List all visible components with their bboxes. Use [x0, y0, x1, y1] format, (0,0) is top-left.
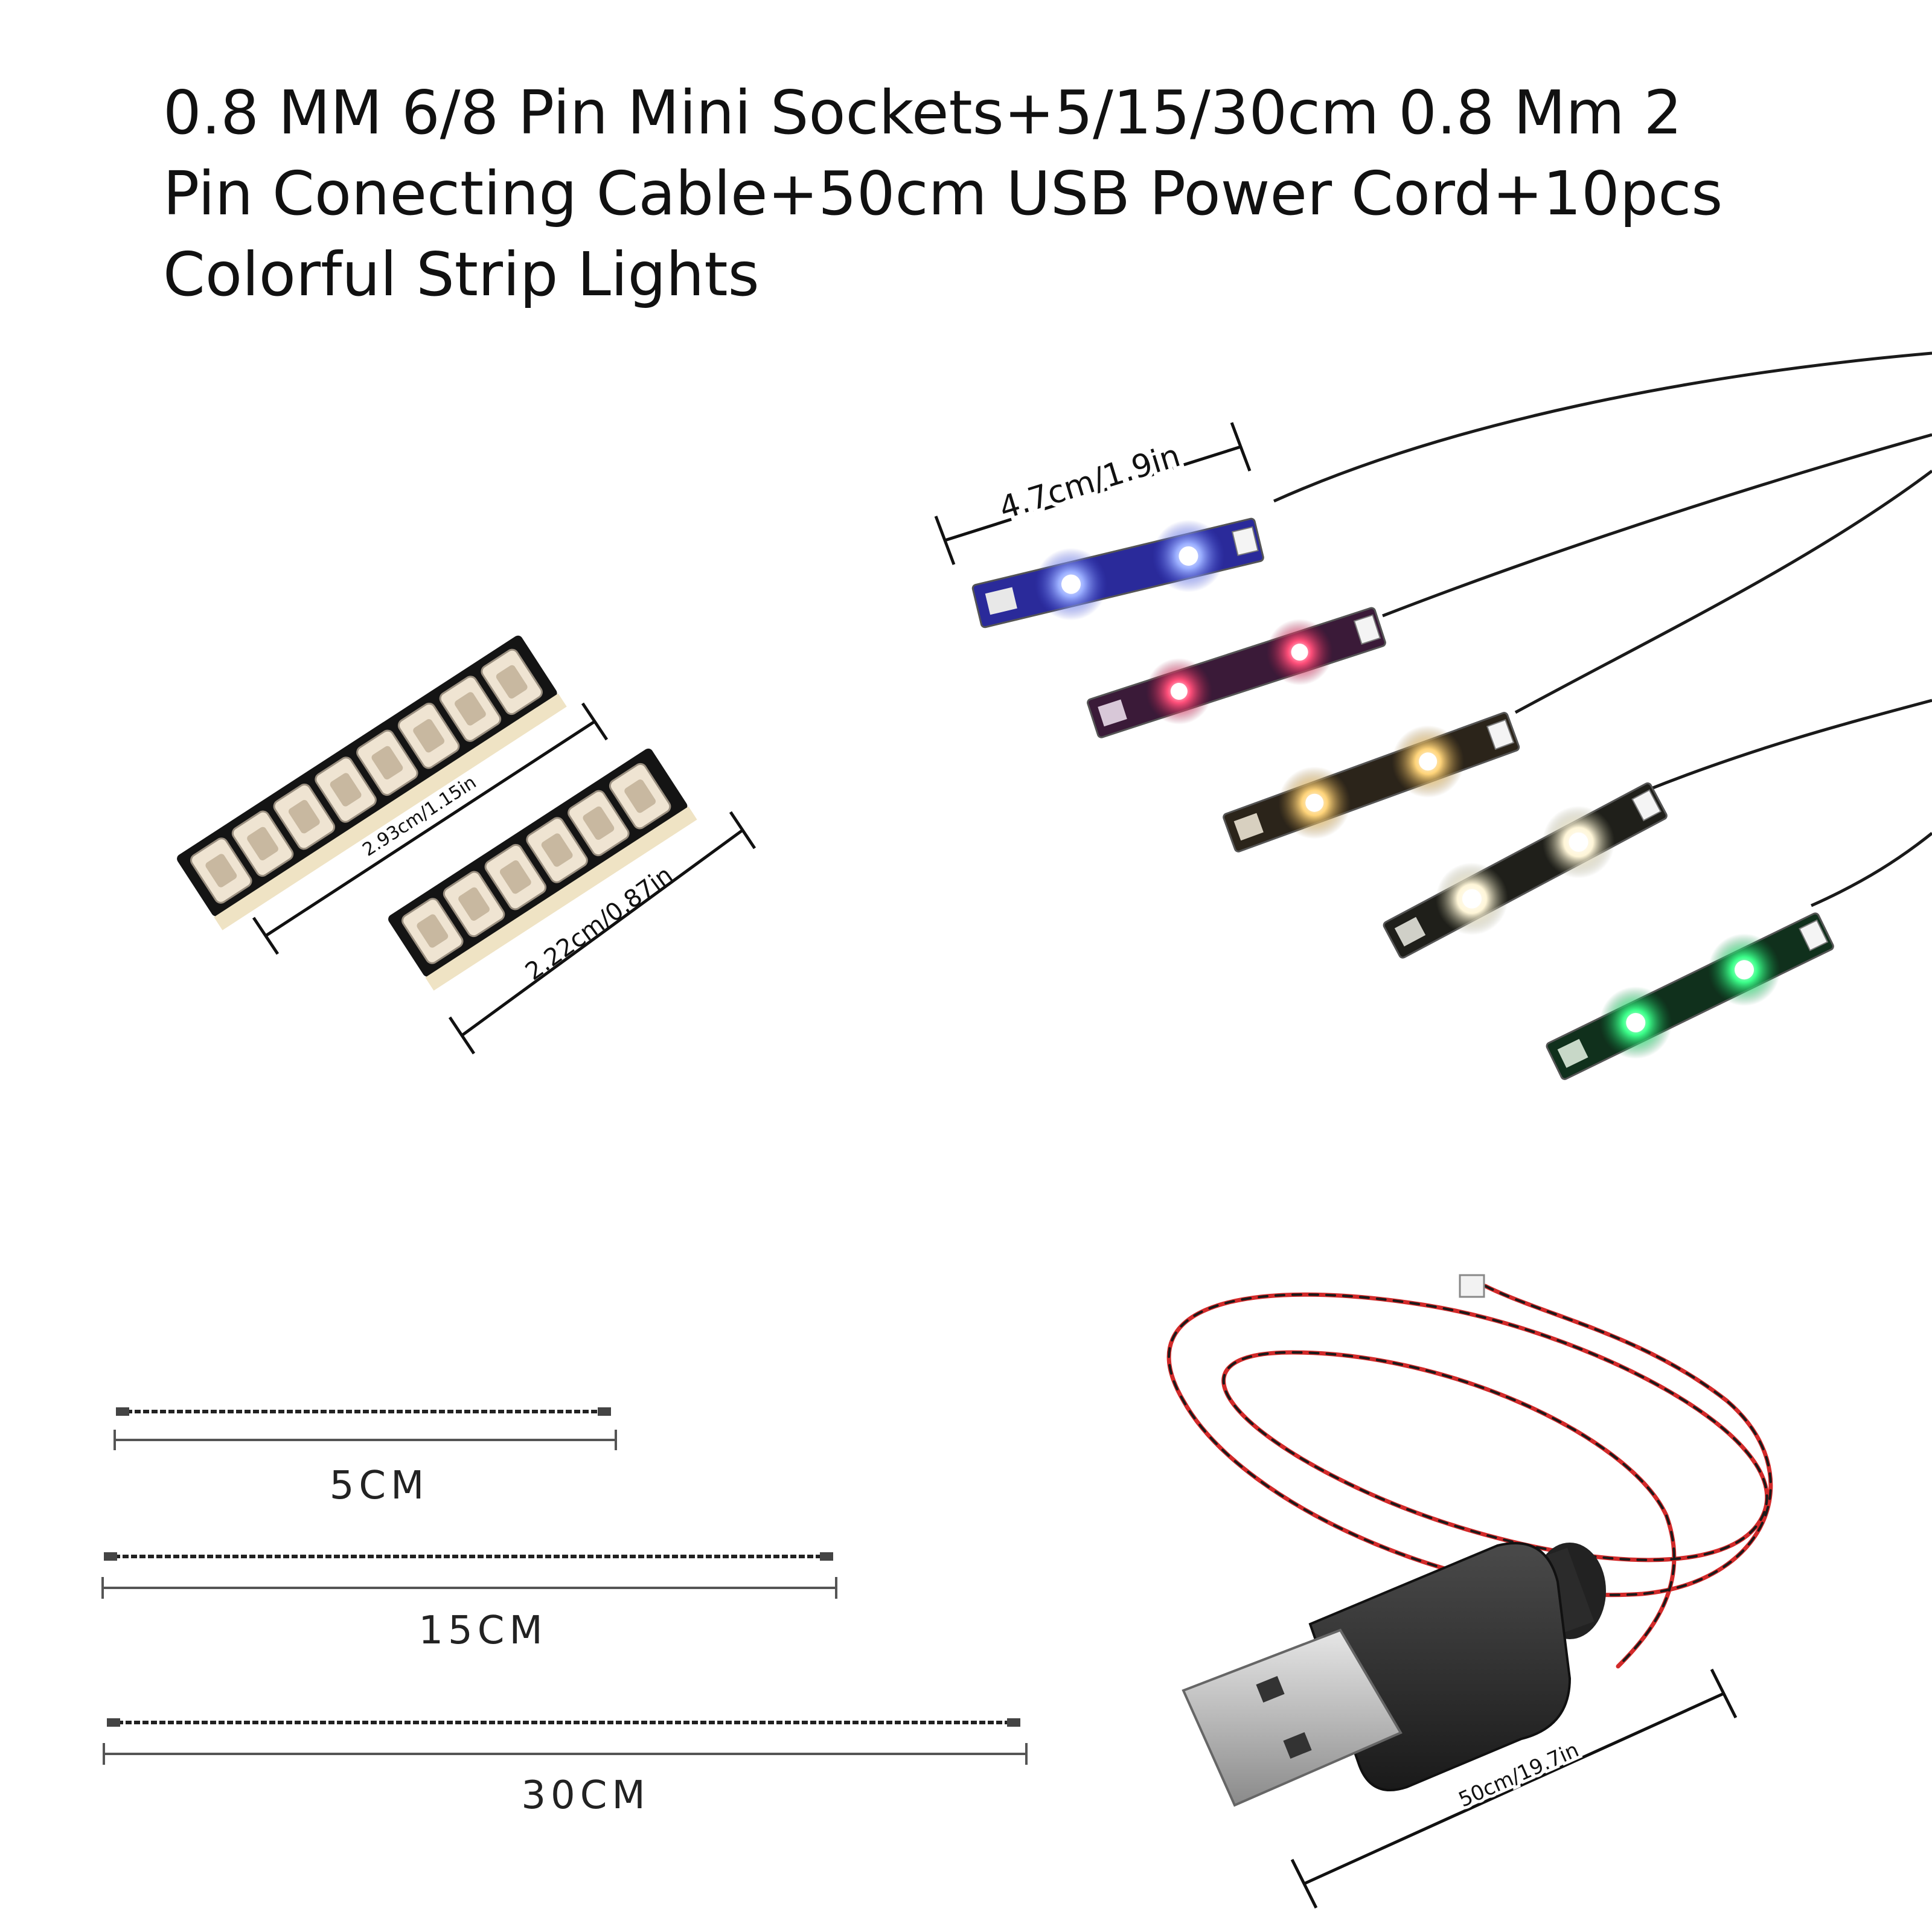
- title-line-2: Pin Conecting Cable+50cm USB Power Cord+…: [163, 158, 1723, 229]
- led-strip-red: [1087, 607, 1386, 738]
- led-strip-blue: [971, 517, 1264, 629]
- led-strip-warm-white: [1223, 712, 1520, 852]
- led-strip-green: [1546, 912, 1834, 1080]
- usb-cable-coil: [1166, 1284, 1773, 1669]
- cable-30cm: [103, 1718, 1028, 1765]
- title-line-1: 0.8 MM 6/8 Pin Mini Sockets+5/15/30cm 0.…: [163, 77, 1683, 148]
- socket-board-6pin: [388, 748, 697, 991]
- cable-15cm: [101, 1552, 837, 1599]
- dimension-8pin: [252, 702, 609, 955]
- product-title: 0.8 MM 6/8 Pin Mini Sockets+5/15/30cm 0.…: [163, 72, 1793, 315]
- dimension-strip: [934, 422, 1252, 565]
- usb-plug: [1182, 1542, 1606, 1807]
- cable-30cm-label: 30CM: [521, 1773, 650, 1818]
- cable-5cm: [114, 1407, 617, 1450]
- dimension-usb: [1290, 1668, 1738, 1909]
- dimension-strip-label: 4.7cm/1.9in: [995, 438, 1185, 527]
- cable-15cm-label: 15CM: [418, 1608, 547, 1653]
- socket-board-8pin: [177, 635, 567, 930]
- dimension-6pin: [448, 811, 756, 1055]
- usb-connector-small: [1459, 1274, 1485, 1298]
- title-line-3: Colorful Strip Lights: [163, 239, 760, 310]
- cable-5cm-label: 5CM: [330, 1463, 429, 1508]
- strip-wires: [1273, 351, 1932, 907]
- led-strip-white: [1383, 782, 1668, 959]
